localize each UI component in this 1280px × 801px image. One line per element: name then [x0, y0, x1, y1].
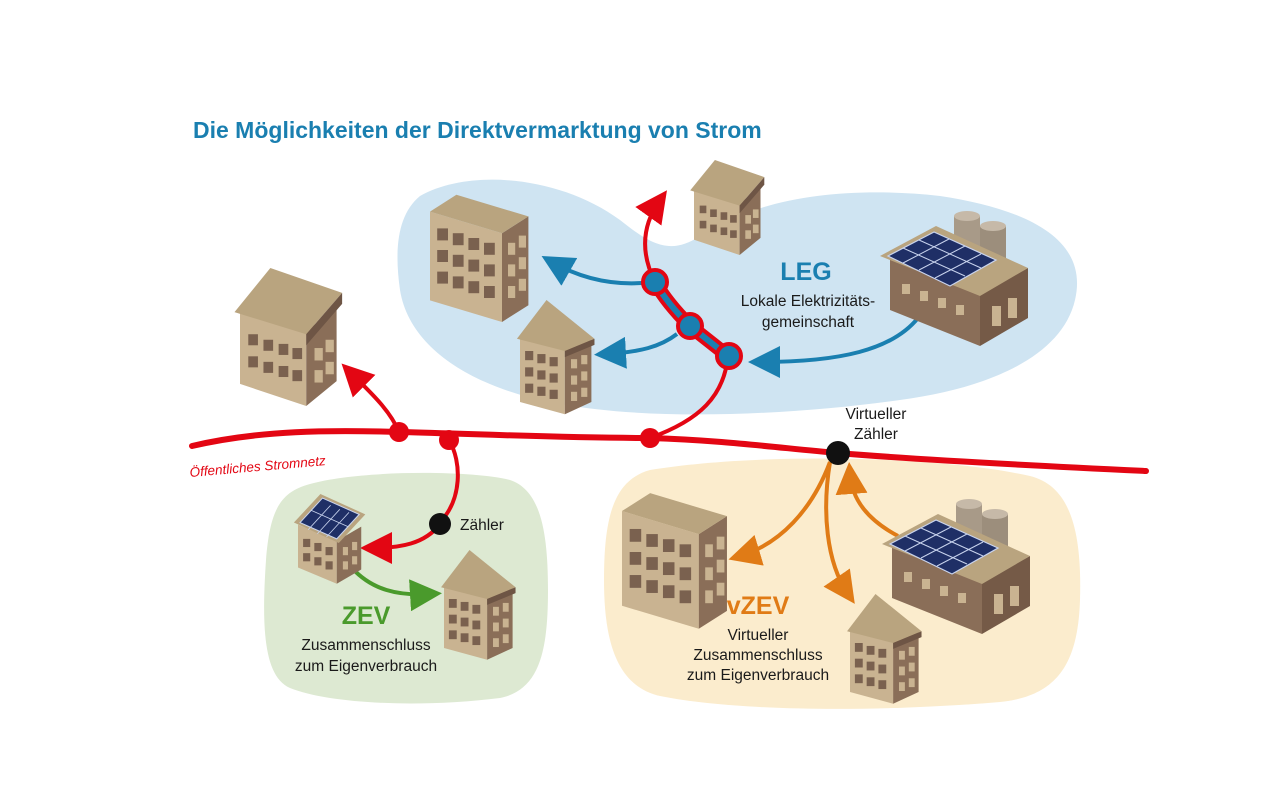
vzev-arrow-from-plant: [835, 462, 899, 538]
grid-line: [189, 428, 1149, 474]
grid-node-leg: [640, 428, 660, 448]
zev-meter-dot: [429, 513, 451, 535]
vzev-block-building: [622, 493, 727, 629]
zev-meter-label: Zähler: [460, 517, 504, 534]
vzev-description-line1: Virtueller: [728, 627, 789, 644]
virtual-meter-dot: [826, 441, 850, 465]
leg-block-building: [430, 194, 529, 322]
detached-house: [234, 268, 343, 406]
leg-node-middle: [676, 312, 704, 340]
leg-arrow-to-block: [541, 256, 643, 286]
leg-arrow-to-tall-house: [594, 332, 679, 369]
grid-node-zev: [439, 430, 459, 450]
vzev-description-line3: zum Eigenverbrauch: [687, 667, 829, 684]
leg-acronym: LEG: [780, 258, 831, 286]
vzev-arrow-to-house: [823, 461, 855, 604]
vzev-acronym: vZEV: [727, 592, 790, 620]
zev-description-line2: zum Eigenverbrauch: [295, 658, 437, 675]
grid-label: Öffentliches Stromnetz: [189, 453, 327, 480]
diagram-title: Die Möglichkeiten der Direktvermarktung …: [193, 117, 762, 143]
grid-node-detached: [389, 422, 409, 442]
leg-small-house-top: [690, 160, 765, 255]
virtual-meter-label-line1: Virtueller: [846, 406, 907, 423]
branch-to-detached-house: [341, 363, 401, 433]
vzev-description-line2: Zusammenschluss: [693, 647, 822, 664]
leg-arrow-from-plant: [748, 316, 920, 378]
zev-acronym: ZEV: [342, 602, 391, 630]
leg-description-line2: gemeinschaft: [762, 314, 855, 331]
vzev-arrow-to-block: [728, 461, 832, 566]
zev-arrow-to-neighbor: [350, 566, 442, 612]
leg-node-top: [641, 268, 669, 296]
zev-description-line1: Zusammenschluss: [301, 637, 430, 654]
virtual-meter-label-line2: Zähler: [854, 426, 898, 443]
leg-description-line1: Lokale Elektrizitäts-: [741, 293, 875, 310]
leg-node-bottom: [715, 342, 743, 370]
